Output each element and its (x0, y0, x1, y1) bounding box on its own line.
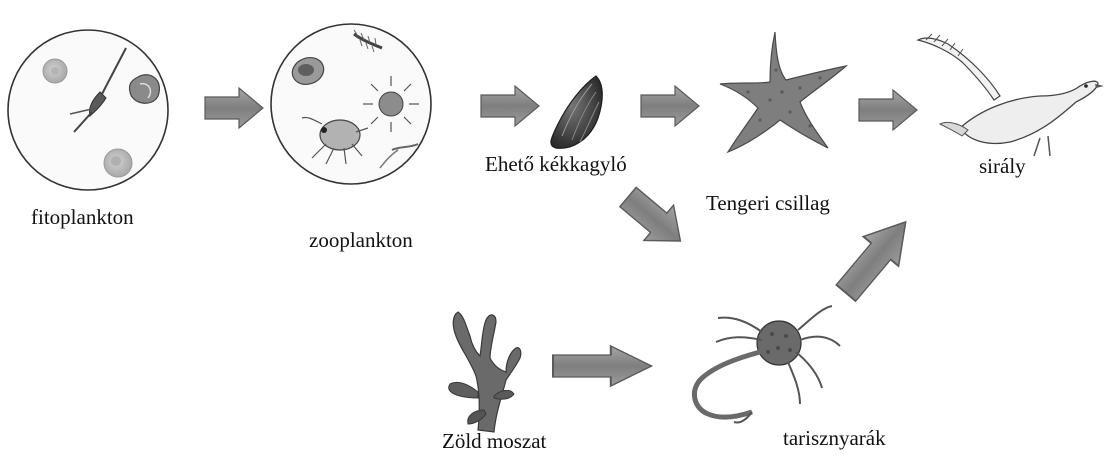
crab-illustration (694, 306, 840, 423)
arrow-phytoplankton-to-zooplankton (205, 88, 263, 128)
label-gull: sirály (979, 156, 1026, 177)
arrow-starfish-to-gull (859, 90, 917, 130)
phytoplankton-illustration (8, 30, 168, 190)
starfish-illustration (720, 32, 846, 152)
seaweed-illustration (449, 312, 521, 432)
label-mussel: Ehető kékkagyló (485, 154, 627, 175)
label-zooplankton: zooplankton (309, 230, 413, 251)
gull-illustration (918, 34, 1104, 156)
label-starfish: Tengeri csillag (706, 193, 830, 214)
arrow-seaweed-to-crab (553, 346, 652, 386)
label-crab: tarisznyarák (783, 428, 886, 449)
mussel-illustration (551, 76, 602, 148)
arrow-mussel-to-starfish (641, 86, 699, 126)
arrow-zooplankton-to-mussel (481, 86, 539, 126)
label-seaweed: Zöld moszat (442, 431, 546, 452)
arrow-crab-to-gull (828, 207, 923, 308)
label-phytoplankton: fitoplankton (31, 207, 134, 228)
arrow-mussel-to-crab (613, 179, 695, 258)
zooplankton-illustration (271, 24, 431, 184)
